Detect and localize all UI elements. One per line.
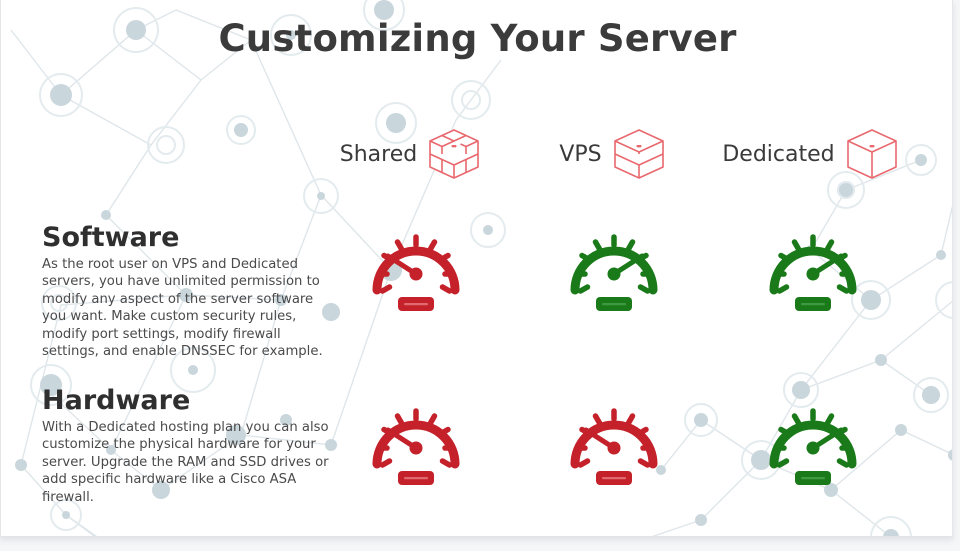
gauge-software-dedicated — [758, 218, 868, 318]
gauge-icon — [372, 234, 460, 311]
row-software: Software As the root user on VPS and Ded… — [42, 222, 338, 361]
column-header-shared: Shared — [311, 124, 511, 184]
gauge-needle — [385, 427, 423, 455]
gauge-needle — [583, 427, 621, 455]
row-hardware: Hardware With a Dedicated hosting plan y… — [42, 385, 338, 506]
gauge-icon — [769, 408, 857, 485]
gauge-software-shared — [361, 218, 471, 318]
gauge-icon — [372, 408, 460, 485]
column-label-dedicated: Dedicated — [722, 141, 835, 167]
row-body-hardware: With a Dedicated hosting plan you can al… — [42, 420, 329, 505]
gauge-hardware-vps — [559, 392, 669, 492]
cube-solid-icon — [846, 129, 897, 179]
gauge-needle — [607, 253, 645, 281]
column-header-dedicated: Dedicated — [706, 124, 916, 184]
column-label-shared: Shared — [339, 141, 418, 167]
cube-subdivided-icon — [429, 129, 480, 179]
cube-layered-icon — [613, 129, 664, 179]
gauge-hardware-dedicated — [758, 392, 868, 492]
row-title-software: Software — [42, 222, 180, 253]
gauge-hardware-shared — [361, 392, 471, 492]
gauge-icon — [570, 234, 658, 311]
column-header-vps: VPS — [513, 124, 713, 184]
gauge-needle — [385, 253, 423, 281]
gauge-software-vps — [559, 218, 669, 318]
slide-canvas: Customizing Your Server Shared VPS — [0, 0, 953, 537]
gauge-icon — [570, 408, 658, 485]
gauge-needle — [806, 253, 844, 281]
gauge-needle — [806, 427, 844, 455]
row-body-software: As the root user on VPS and Dedicated se… — [42, 257, 323, 360]
page-title: Customizing Your Server — [218, 17, 737, 60]
column-label-vps: VPS — [559, 141, 602, 167]
gauge-icon — [769, 234, 857, 311]
row-title-hardware: Hardware — [42, 385, 191, 416]
